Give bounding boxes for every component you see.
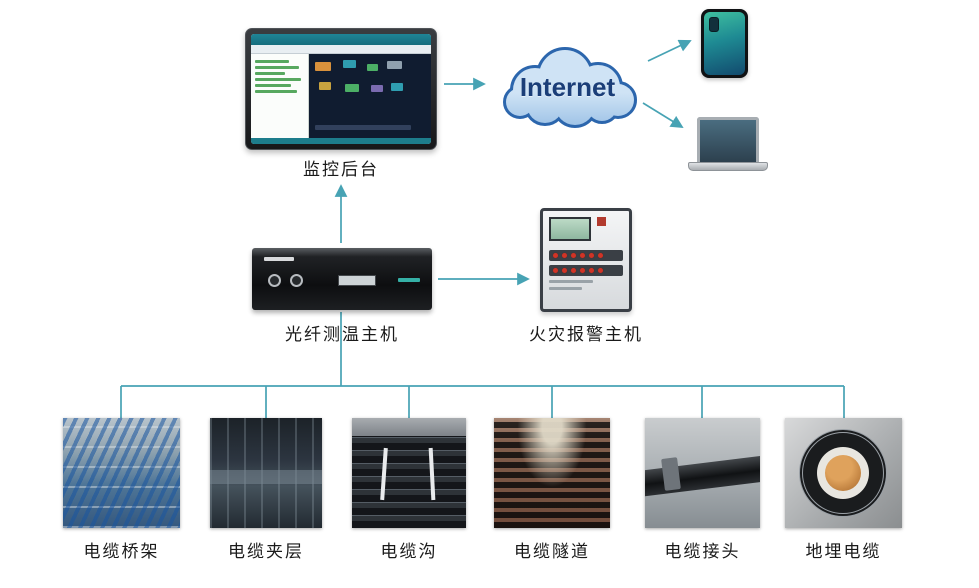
monitor-screen-tree-panel xyxy=(251,54,309,138)
site-cable-trench: 电缆沟 xyxy=(352,418,466,562)
rack-model-text xyxy=(398,278,420,282)
trench-top xyxy=(352,418,466,436)
alarm-led-row xyxy=(549,265,623,276)
site-label: 电缆接头 xyxy=(664,542,741,561)
site-cable-tunnel: 电缆隧道 xyxy=(494,418,610,562)
photo-cable-interlayer xyxy=(210,418,322,528)
site-cable-joint: 电缆接头 xyxy=(645,418,760,562)
site-buried-cable: 地埋电缆 xyxy=(785,418,902,562)
monitor-display-icon xyxy=(245,28,437,150)
smartphone-icon xyxy=(701,9,748,78)
photo-cable-tray xyxy=(63,418,180,528)
monitor-screen xyxy=(251,34,431,144)
alarm-text-lines xyxy=(549,280,623,290)
alarm-lcd-screen xyxy=(549,217,591,241)
monitor-screen-statusbar xyxy=(251,138,431,144)
fire-alarm-label: 火灾报警主机 xyxy=(529,325,643,344)
cable-bracket xyxy=(428,447,436,501)
laptop-screen xyxy=(697,117,759,163)
monitor-screen-toolbar xyxy=(251,45,431,54)
rack-logo xyxy=(264,257,294,261)
phone-camera-icon xyxy=(709,17,719,32)
fiber-port-icon xyxy=(268,274,281,287)
photo-cable-tunnel xyxy=(494,418,610,528)
site-cable-interlayer: 电缆夹层 xyxy=(210,418,322,562)
fiber-host-label: 光纤测温主机 xyxy=(285,325,399,344)
fire-alarm-panel-icon xyxy=(540,208,632,312)
arrow-internet-to-laptop xyxy=(642,102,684,129)
monitor-label: 监控后台 xyxy=(303,160,379,179)
rack-display xyxy=(338,275,376,286)
photo-cable-joint xyxy=(645,418,760,528)
alarm-logo xyxy=(597,217,606,226)
smartphone-back xyxy=(704,12,745,75)
photo-cable-trench xyxy=(352,418,466,528)
fiber-port-icon xyxy=(290,274,303,287)
monitor-screen-titlebar xyxy=(251,34,431,45)
site-label: 电缆隧道 xyxy=(514,542,590,561)
photo-buried-cable xyxy=(785,418,902,528)
monitor-screen-schematic xyxy=(309,54,431,138)
internet-label: Internet xyxy=(519,71,616,102)
site-cable-tray: 电缆桥架 xyxy=(63,418,180,562)
site-label: 电缆夹层 xyxy=(228,542,304,561)
cable-bracket xyxy=(380,447,388,501)
alarm-led-row xyxy=(549,250,623,261)
cable-joint-tape xyxy=(661,457,681,491)
arrow-internet-to-phone xyxy=(647,39,692,62)
site-label: 电缆桥架 xyxy=(83,542,160,561)
cable-tray-band xyxy=(210,470,322,484)
cable-copper-core xyxy=(825,455,861,491)
fiber-host-device-icon xyxy=(252,248,432,310)
laptop-icon xyxy=(688,117,768,176)
site-label: 电缆沟 xyxy=(380,542,438,561)
site-label: 地埋电缆 xyxy=(805,542,882,561)
laptop-base xyxy=(688,162,768,171)
